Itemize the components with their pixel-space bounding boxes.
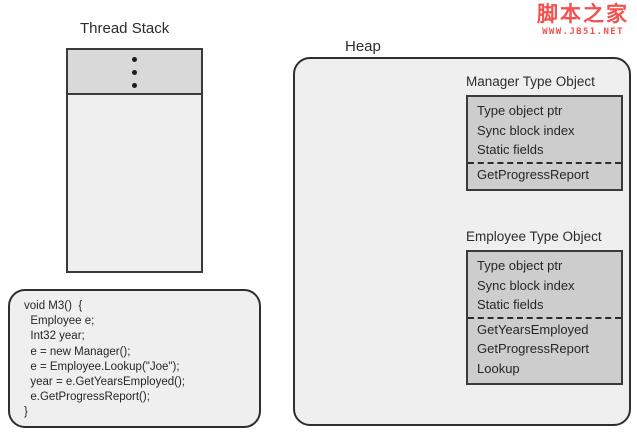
code-line: year = e.GetYearsEmployed(); <box>24 376 185 389</box>
site-watermark: 脚本之家 WWW.JB51.NET <box>537 4 629 37</box>
method-row: GetProgressReport <box>468 161 621 185</box>
manager-type-object-title: Manager Type Object <box>466 74 595 89</box>
code-line: void M3() { <box>24 300 83 312</box>
field-row: Type object ptr <box>477 103 563 118</box>
employee-type-object-box: Type object ptr Sync block index Static … <box>466 250 623 385</box>
employee-type-object-group: Employee Type Object Type object ptr Syn… <box>466 229 623 385</box>
ellipsis-dot <box>132 83 137 88</box>
employee-type-object-title: Employee Type Object <box>466 229 602 244</box>
method-row: GetProgressReport <box>477 341 589 356</box>
code-line: e = Employee.Lookup("Joe"); <box>24 360 180 373</box>
code-line: Employee e; <box>24 315 95 328</box>
manager-type-object-group: Manager Type Object Type object ptr Sync… <box>466 74 623 191</box>
field-row: Sync block index <box>477 122 575 138</box>
heap-title: Heap <box>345 38 381 55</box>
manager-type-object-box: Type object ptr Sync block index Static … <box>466 95 623 191</box>
thread-stack-upper-frames-cell <box>68 50 201 95</box>
watermark-brand-text: 脚本之家 <box>537 2 629 26</box>
code-line: } <box>24 406 28 419</box>
field-row: Static fields <box>477 142 544 157</box>
watermark-url-text: WWW.JB51.NET <box>542 27 624 37</box>
code-line: e.GetProgressReport(); <box>24 391 150 404</box>
thread-stack-title: Thread Stack <box>80 20 170 37</box>
method-m3-code-frame: void M3() { Employee e; Int32 year; e = … <box>8 289 261 428</box>
field-row: Type object ptr <box>477 258 563 273</box>
method-row: GetYearsEmployed <box>468 316 621 340</box>
ellipsis-dot <box>132 57 137 62</box>
code-line: Int32 year; <box>24 330 85 343</box>
method-row: Lookup <box>477 360 520 376</box>
vertical-ellipsis-icon <box>68 57 201 88</box>
thread-stack-box <box>66 48 203 273</box>
code-line: e = new Manager(); <box>24 345 131 358</box>
field-row: Static fields <box>477 297 544 312</box>
field-row: Sync block index <box>477 277 575 293</box>
ellipsis-dot <box>132 70 137 75</box>
